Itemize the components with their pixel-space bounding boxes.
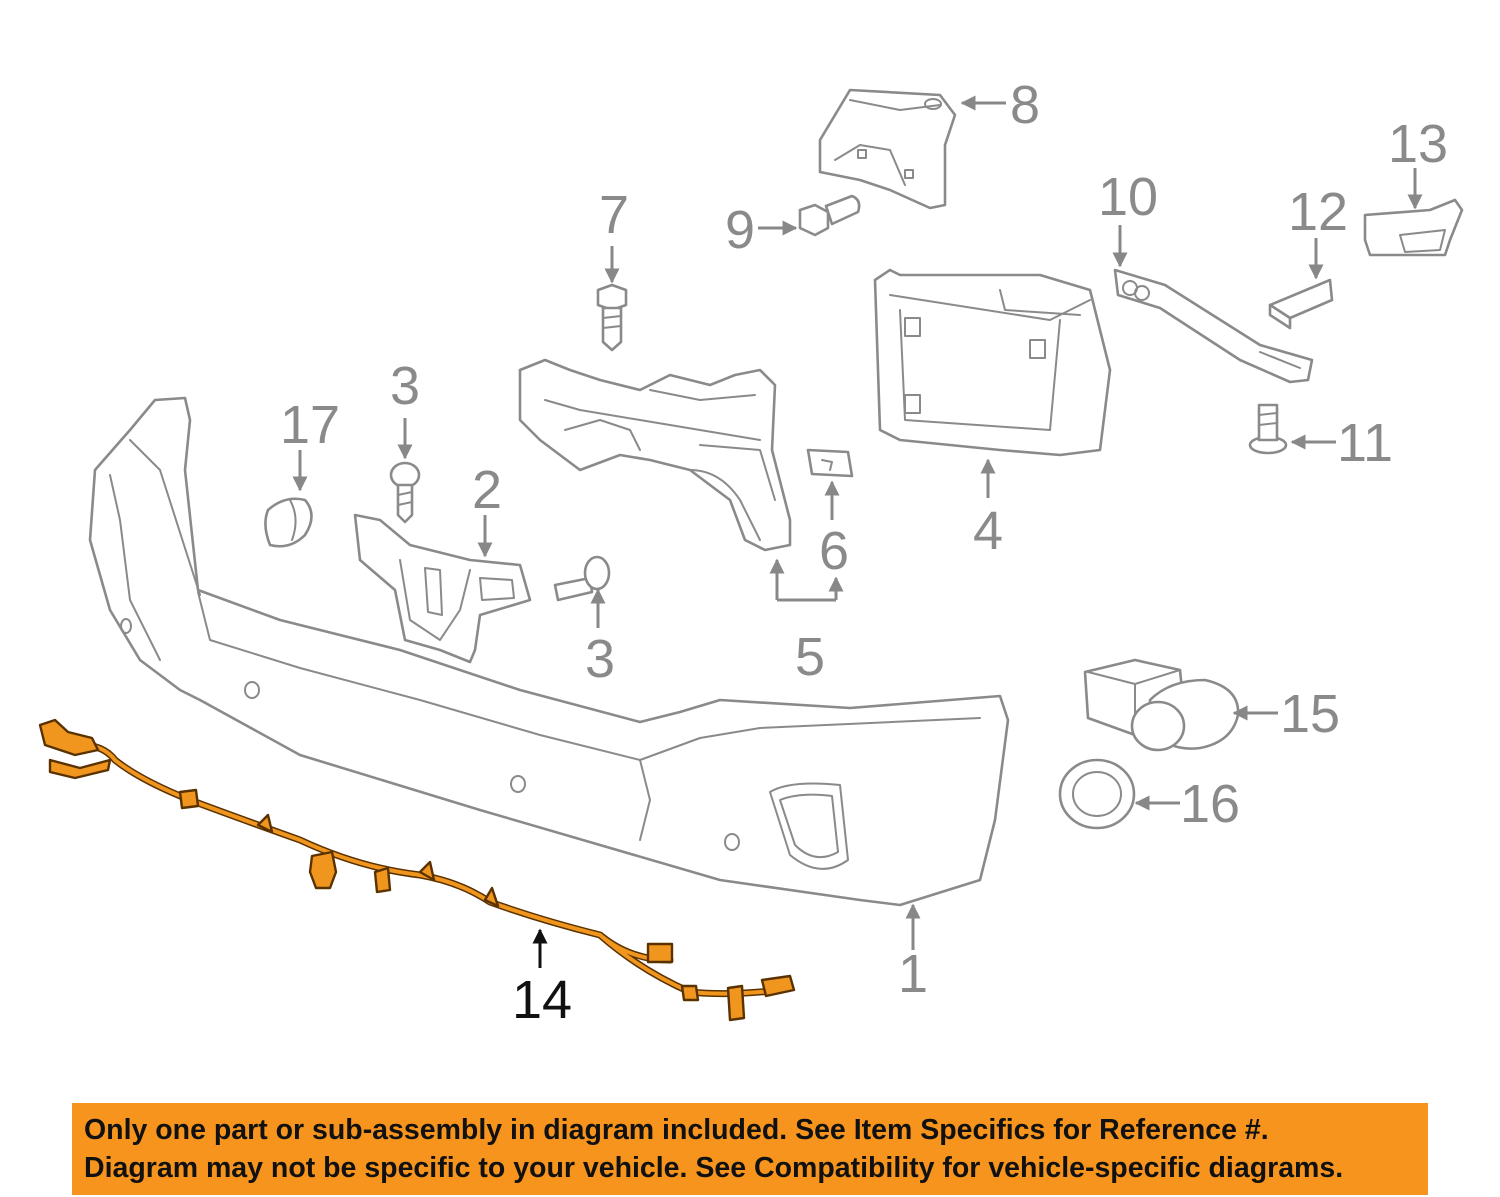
bolt-lower [553, 555, 611, 602]
bracket-bolt [798, 194, 861, 237]
callout-7: 7 [599, 185, 629, 245]
callout-3-lower: 3 [585, 629, 615, 689]
callout-1: 1 [898, 944, 928, 1004]
flange-bolt-top [596, 283, 628, 352]
wiring-harness [38, 718, 796, 1022]
upper-bracket [818, 88, 957, 210]
mounting-bracket [518, 358, 792, 552]
callout-2: 2 [472, 460, 502, 520]
callout-13: 13 [1388, 114, 1448, 174]
callout-15: 15 [1280, 684, 1340, 744]
sensor-retainer-ring [1058, 758, 1136, 830]
side-bracket [873, 268, 1112, 457]
callout-4: 4 [973, 501, 1003, 561]
small-bracket [1268, 278, 1334, 330]
push-clip [264, 497, 313, 548]
brace-bolt [1248, 403, 1288, 455]
clip-nut [806, 448, 854, 478]
disclaimer-line-2: Diagram may not be specific to your vehi… [84, 1152, 1344, 1184]
callout-14: 14 [512, 970, 572, 1030]
disclaimer-line-1: Only one part or sub-assembly in diagram… [84, 1114, 1269, 1146]
splash-shield [1363, 198, 1464, 257]
bumper-face-bar [88, 396, 1010, 907]
callout-12: 12 [1288, 182, 1348, 242]
callout-3-upper: 3 [390, 356, 420, 416]
callout-17: 17 [280, 395, 340, 455]
callout-leaders [292, 95, 1423, 968]
callout-9: 9 [725, 200, 755, 260]
callout-8: 8 [1010, 75, 1040, 135]
parts-diagram: 1 2 3 3 4 5 6 7 8 9 10 11 12 13 14 15 16… [38, 75, 1464, 1030]
callout-16: 16 [1180, 774, 1240, 834]
callout-6: 6 [819, 521, 849, 581]
bumper-bracket [353, 513, 532, 664]
disclaimer-banner: Only one part or sub-assembly in diagram… [72, 1103, 1428, 1195]
bolt-upper [389, 461, 421, 524]
parking-sensor [1083, 658, 1240, 752]
callout-11: 11 [1337, 413, 1393, 473]
callout-10: 10 [1098, 167, 1158, 227]
callout-5: 5 [795, 627, 825, 687]
brace [1113, 268, 1314, 384]
